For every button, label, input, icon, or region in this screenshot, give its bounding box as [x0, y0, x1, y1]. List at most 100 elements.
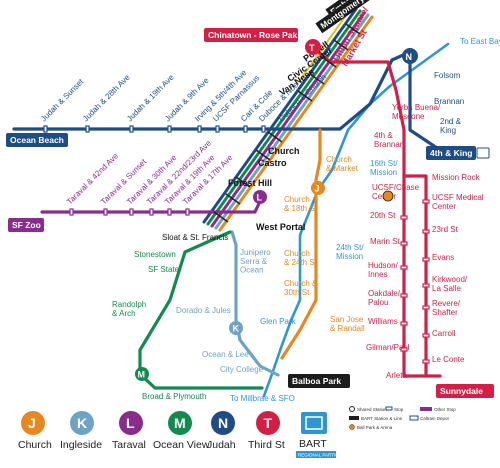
svg-text:Chinatown - Rose Pak: Chinatown - Rose Pak: [208, 30, 298, 40]
svg-text:Judah: Judah: [207, 439, 236, 451]
legend-n: N Judah: [207, 411, 236, 451]
svg-text:Hudson/Innes: Hudson/Innes: [368, 261, 399, 279]
market-trunk-line-k: [214, 13, 370, 230]
j-church-stops: Church& Market Church& 18th St Church& 2…: [284, 155, 365, 333]
svg-text:Sunnydale: Sunnydale: [440, 386, 483, 396]
fourth-king-terminal: 4th & King: [426, 146, 490, 160]
chase-center-icon: [382, 190, 394, 202]
market-trunk-line-m: [206, 9, 362, 226]
svg-text:Ingleside: Ingleside: [60, 439, 102, 451]
svg-text:L: L: [257, 193, 263, 203]
m-badge-map: M: [135, 367, 149, 381]
svg-text:Carroll: Carroll: [432, 329, 456, 338]
svg-text:Church &30th St: Church &30th St: [284, 279, 318, 297]
n-judah-line: [12, 50, 472, 152]
svg-text:N: N: [218, 415, 228, 431]
svg-text:Revere/Shafter: Revere/Shafter: [432, 299, 461, 317]
t-badge-map: T: [305, 39, 321, 55]
m-ocean-view-line: [138, 230, 264, 390]
legend-key: Shared Station Stop Other Stop BART Stat…: [346, 404, 492, 446]
svg-text:Mission Rock: Mission Rock: [432, 173, 481, 182]
svg-text:SF Zoo: SF Zoo: [12, 220, 41, 230]
legend-bart: BART REGIONAL PARTNER: [296, 412, 344, 458]
sf-zoo-terminal: SF Zoo: [8, 218, 44, 232]
glen-park-label: Glen Park: [260, 317, 297, 326]
market-trunk-line-f: [299, 6, 353, 81]
svg-text:Church& 24th St: Church& 24th St: [284, 249, 318, 267]
sloat-station-label: Sloat & St. Francis: [162, 233, 228, 242]
j-church-line: [280, 128, 322, 360]
svg-text:Church& 18th St: Church& 18th St: [284, 195, 318, 213]
svg-text:Le Conte: Le Conte: [432, 355, 465, 364]
svg-text:BART: BART: [299, 438, 327, 450]
l-taraval-stops: Taraval & 42nd Ave Taraval & Sunset Tara…: [65, 138, 235, 206]
legend: J Church K Ingleside L Taraval M Ocean V…: [18, 404, 492, 458]
svg-text:Kirkwood/La Salle: Kirkwood/La Salle: [432, 275, 468, 293]
svg-text:REGIONAL PARTNER: REGIONAL PARTNER: [298, 453, 344, 458]
svg-text:4th & King: 4th & King: [430, 148, 473, 158]
market-trunk-line-n: [202, 7, 358, 224]
svg-text:J: J: [315, 184, 320, 194]
svg-text:Arleta: Arleta: [386, 371, 407, 380]
svg-text:San Jose& Randall: San Jose& Randall: [330, 315, 365, 333]
svg-text:Gilman/Paul: Gilman/Paul: [366, 343, 410, 352]
svg-text:T: T: [264, 415, 273, 431]
t-third-line: [311, 45, 442, 378]
n-badge-map: N: [402, 48, 418, 64]
trunk-station-ticks: [213, 23, 361, 223]
svg-text:Oakdale/Palou: Oakdale/Palou: [368, 289, 401, 307]
svg-text:N: N: [406, 52, 413, 62]
svg-text:20th St: 20th St: [370, 211, 396, 220]
legend-m: M Ocean View: [153, 411, 210, 451]
svg-text:M: M: [138, 370, 146, 380]
svg-text:Marin St: Marin St: [370, 237, 401, 246]
svg-text:Judah & Sunset: Judah & Sunset: [39, 77, 86, 124]
svg-text:Stonestown: Stonestown: [134, 250, 176, 259]
balboa-park-terminal: Balboa Park: [288, 374, 350, 388]
svg-text:Broad & Plymouth: Broad & Plymouth: [142, 392, 206, 401]
svg-text:K: K: [233, 324, 240, 334]
svg-text:Stop: Stop: [394, 407, 404, 412]
svg-text:Church: Church: [18, 439, 52, 451]
svg-text:City College: City College: [220, 365, 264, 374]
second-king-label: 2nd &King: [440, 117, 462, 135]
svg-text:Judah & 28th Ave: Judah & 28th Ave: [81, 72, 132, 123]
market-trunk-line-l: [210, 11, 366, 228]
svg-text:J: J: [28, 415, 36, 431]
to-millbrae-label: To Millbrae & SFO: [230, 394, 295, 403]
legend-t: T Third St: [248, 411, 285, 451]
market-trunk-line-j: [218, 15, 374, 232]
n-judah-stop-markers: [43, 125, 266, 133]
brannan-label: Brannan: [434, 97, 464, 106]
twentyfourth-mission-label: 24th St/Mission: [336, 243, 364, 261]
fourth-brannan-label: 4th &Brannan: [374, 131, 404, 149]
church-station-label: Church: [268, 146, 300, 156]
svg-text:Balboa Park: Balboa Park: [292, 376, 341, 386]
yerba-buena-label: Yerba Buena/Moscone: [392, 103, 441, 121]
m-ocean-view-stops: Stonestown SF State Randolph& Arch Broad…: [112, 250, 206, 401]
chinatown-terminal: Chinatown - Rose Pak: [204, 28, 298, 42]
svg-text:T: T: [309, 43, 315, 53]
svg-text:L: L: [126, 415, 135, 431]
svg-text:UCSF/ChaseCenter: UCSF/ChaseCenter: [372, 183, 420, 201]
svg-text:SF State: SF State: [148, 265, 180, 274]
folsom-label: Folsom: [434, 71, 461, 80]
legend-l: L Taraval: [112, 411, 146, 451]
svg-text:Ocean & Lee: Ocean & Lee: [202, 350, 249, 359]
svg-text:Taraval: Taraval: [112, 439, 146, 451]
l-badge-map: L: [253, 190, 267, 204]
svg-text:Evans: Evans: [432, 253, 454, 262]
t-third-stop-markers: [400, 199, 430, 364]
svg-text:Williams: Williams: [368, 317, 398, 326]
svg-text:Randolph& Arch: Randolph& Arch: [112, 300, 146, 318]
k-badge-map: K: [229, 321, 243, 335]
svg-text:Ocean Beach: Ocean Beach: [10, 135, 64, 145]
svg-text:BART Station & Line: BART Station & Line: [361, 416, 403, 421]
svg-text:Ball Park & Arena: Ball Park & Arena: [357, 425, 393, 430]
sunnydale-terminal: Sunnydale: [436, 384, 494, 398]
svg-text:Shared Station: Shared Station: [357, 407, 387, 412]
ocean-beach-terminal: Ocean Beach: [6, 133, 68, 147]
